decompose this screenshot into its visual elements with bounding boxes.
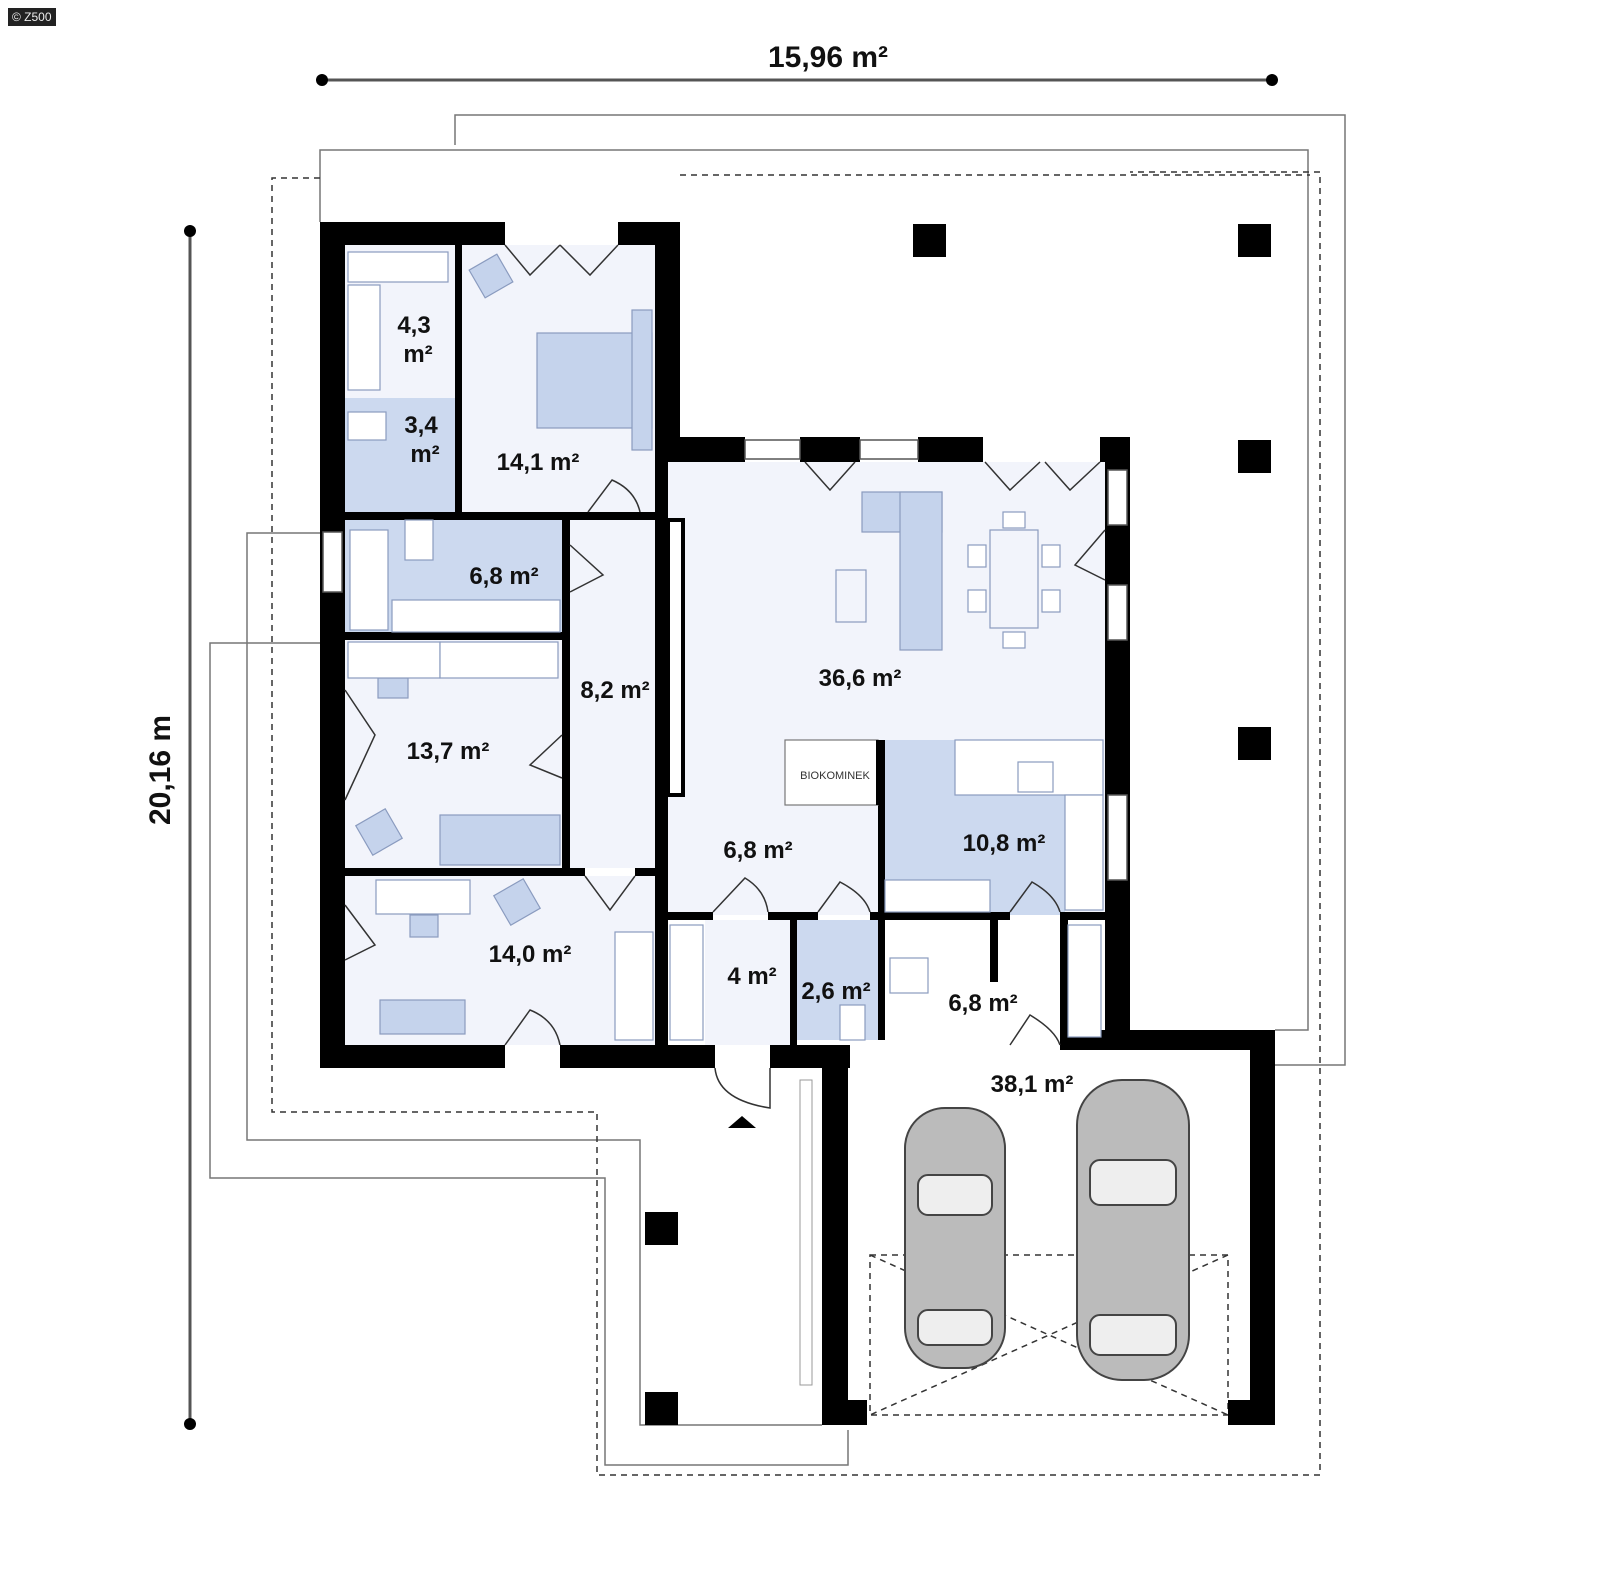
toilet — [347, 411, 387, 441]
desk — [375, 879, 471, 915]
room-hall-area: 8,2 m² — [580, 677, 649, 704]
room-bedroom2-area: 13,7 m² — [407, 738, 490, 765]
room-wardrobe-area: 4,3 — [397, 312, 430, 339]
walls — [320, 222, 1275, 1425]
car-left — [904, 1107, 1006, 1369]
garage-bench — [799, 1079, 813, 1386]
cars — [904, 1079, 1190, 1381]
room-labels: 4,3 m² 3,4 m² 14,1 m² 6,8 m² 8,2 m² 13,7… — [397, 312, 1073, 1098]
room-utility-area: 6,8 m² — [948, 990, 1017, 1017]
fireplace-label: BIOKOMINEK — [800, 770, 870, 782]
car-right — [1076, 1079, 1190, 1381]
room-vestibule-area: 4 m² — [727, 963, 776, 990]
doors — [344, 244, 1106, 1109]
room-ensuite-unit: m² — [410, 441, 439, 468]
roof-dashed-outline — [271, 171, 1321, 1476]
room-garage-area: 38,1 m² — [991, 1071, 1074, 1098]
wardrobe — [439, 641, 559, 679]
depth-label: 20,16 m — [144, 715, 177, 825]
furniture — [347, 251, 1104, 1041]
room-wardrobe-unit: m² — [403, 341, 432, 368]
couch — [379, 999, 466, 1035]
room-master-bedroom-area: 14,1 m² — [497, 449, 580, 476]
logo: © Z500 — [8, 8, 56, 26]
room-wc-area: 2,6 m² — [801, 978, 870, 1005]
armchair — [468, 253, 514, 299]
sliding-door — [666, 518, 685, 797]
fireplace — [784, 739, 879, 806]
dimension-depth: 20,16 m — [144, 225, 196, 1430]
room-ensuite-area: 3,4 — [404, 412, 438, 439]
room-kitchen-area: 10,8 m² — [963, 830, 1046, 857]
dimension-width: 15,96 m² — [316, 41, 1278, 86]
room-living-area: 36,6 m² — [819, 665, 902, 692]
room-entry-area: 6,8 m² — [723, 837, 792, 864]
pillars — [645, 224, 1271, 1425]
single-bed — [439, 814, 561, 866]
entrance-arrow-icon — [728, 1116, 756, 1128]
width-label: 15,96 m² — [768, 41, 888, 74]
dining-table — [989, 529, 1039, 629]
room-bedroom3-area: 14,0 m² — [489, 941, 572, 968]
windows — [322, 439, 1128, 881]
bathtub — [349, 529, 389, 631]
stove — [1017, 761, 1054, 793]
room-bathroom-area: 6,8 m² — [469, 563, 538, 590]
